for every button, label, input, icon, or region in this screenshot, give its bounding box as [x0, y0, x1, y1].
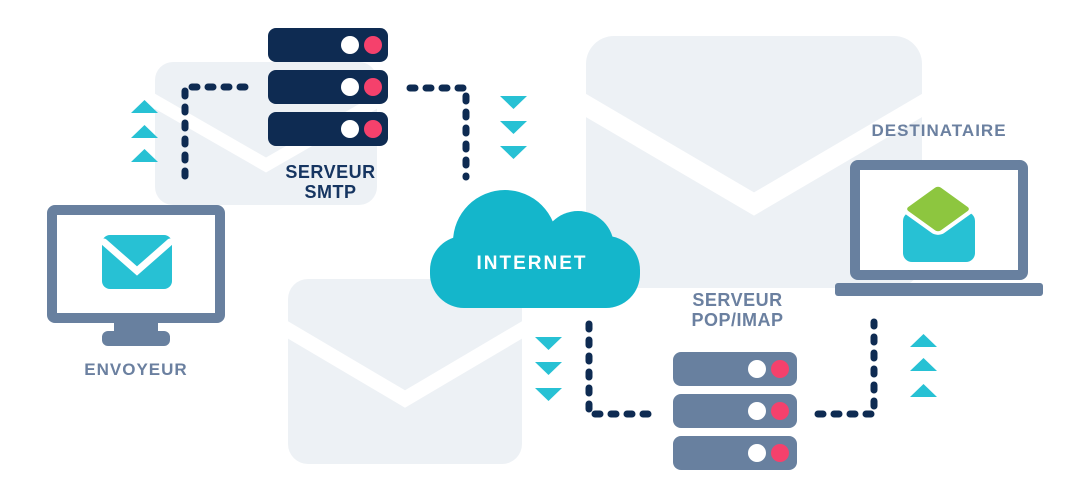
internet-cloud-node: INTERNET [430, 190, 640, 308]
down-arrow-icon [535, 362, 562, 375]
down-arrow-icon [500, 96, 527, 109]
connector-smtp-to-internet [406, 84, 470, 181]
led-pink-icon [364, 78, 382, 96]
down-arrow-icon [500, 146, 527, 159]
laptop-base-icon [835, 283, 1043, 296]
sender-label: ENVOYEUR [84, 360, 188, 379]
recipient-label: DESTINATAIRE [871, 121, 1007, 140]
server-unit-icon [673, 352, 797, 386]
up-arrow-icon [910, 358, 937, 371]
led-white-icon [341, 78, 359, 96]
down-arrow-icon [535, 388, 562, 401]
server-unit-icon [673, 436, 797, 470]
connector-sender-to-smtp [181, 83, 250, 180]
up-arrow-icon [131, 125, 158, 138]
background-envelope-icon [586, 36, 922, 288]
smtp-label-line1: SERVEUR [285, 162, 376, 182]
up-arrow-icon [910, 384, 937, 397]
down-arrow-icon [535, 337, 562, 350]
led-pink-icon [364, 120, 382, 138]
down-arrow-icon [500, 121, 527, 134]
server-unit-icon [268, 28, 388, 62]
led-pink-icon [771, 360, 789, 378]
monitor-base-icon [102, 331, 170, 346]
server-unit-icon [268, 70, 388, 104]
led-white-icon [341, 120, 359, 138]
pop-imap-label-line2: POP/IMAP [691, 310, 784, 330]
led-white-icon [748, 360, 766, 378]
up-arrow-icon [131, 149, 158, 162]
smtp-label-line2: SMTP [304, 182, 357, 202]
connector-internet-to-pop [585, 320, 654, 418]
server-unit-icon [673, 394, 797, 428]
closed-envelope-icon [100, 235, 174, 289]
led-white-icon [748, 444, 766, 462]
internet-label: INTERNET [477, 253, 588, 274]
pop-imap-label: SERVEUR POP/IMAP [655, 290, 820, 330]
led-white-icon [341, 36, 359, 54]
pop-imap-label-line1: SERVEUR [692, 290, 783, 310]
led-white-icon [748, 402, 766, 420]
led-pink-icon [364, 36, 382, 54]
background-envelope-icon [288, 279, 522, 464]
smtp-label: SERVEUR SMTP [248, 162, 413, 202]
connector-pop-to-recipient [814, 318, 878, 418]
led-pink-icon [771, 444, 789, 462]
cloud-icon [430, 190, 640, 308]
server-unit-icon [268, 112, 388, 146]
up-arrow-icon [131, 100, 158, 113]
led-pink-icon [771, 402, 789, 420]
up-arrow-icon [910, 334, 937, 347]
